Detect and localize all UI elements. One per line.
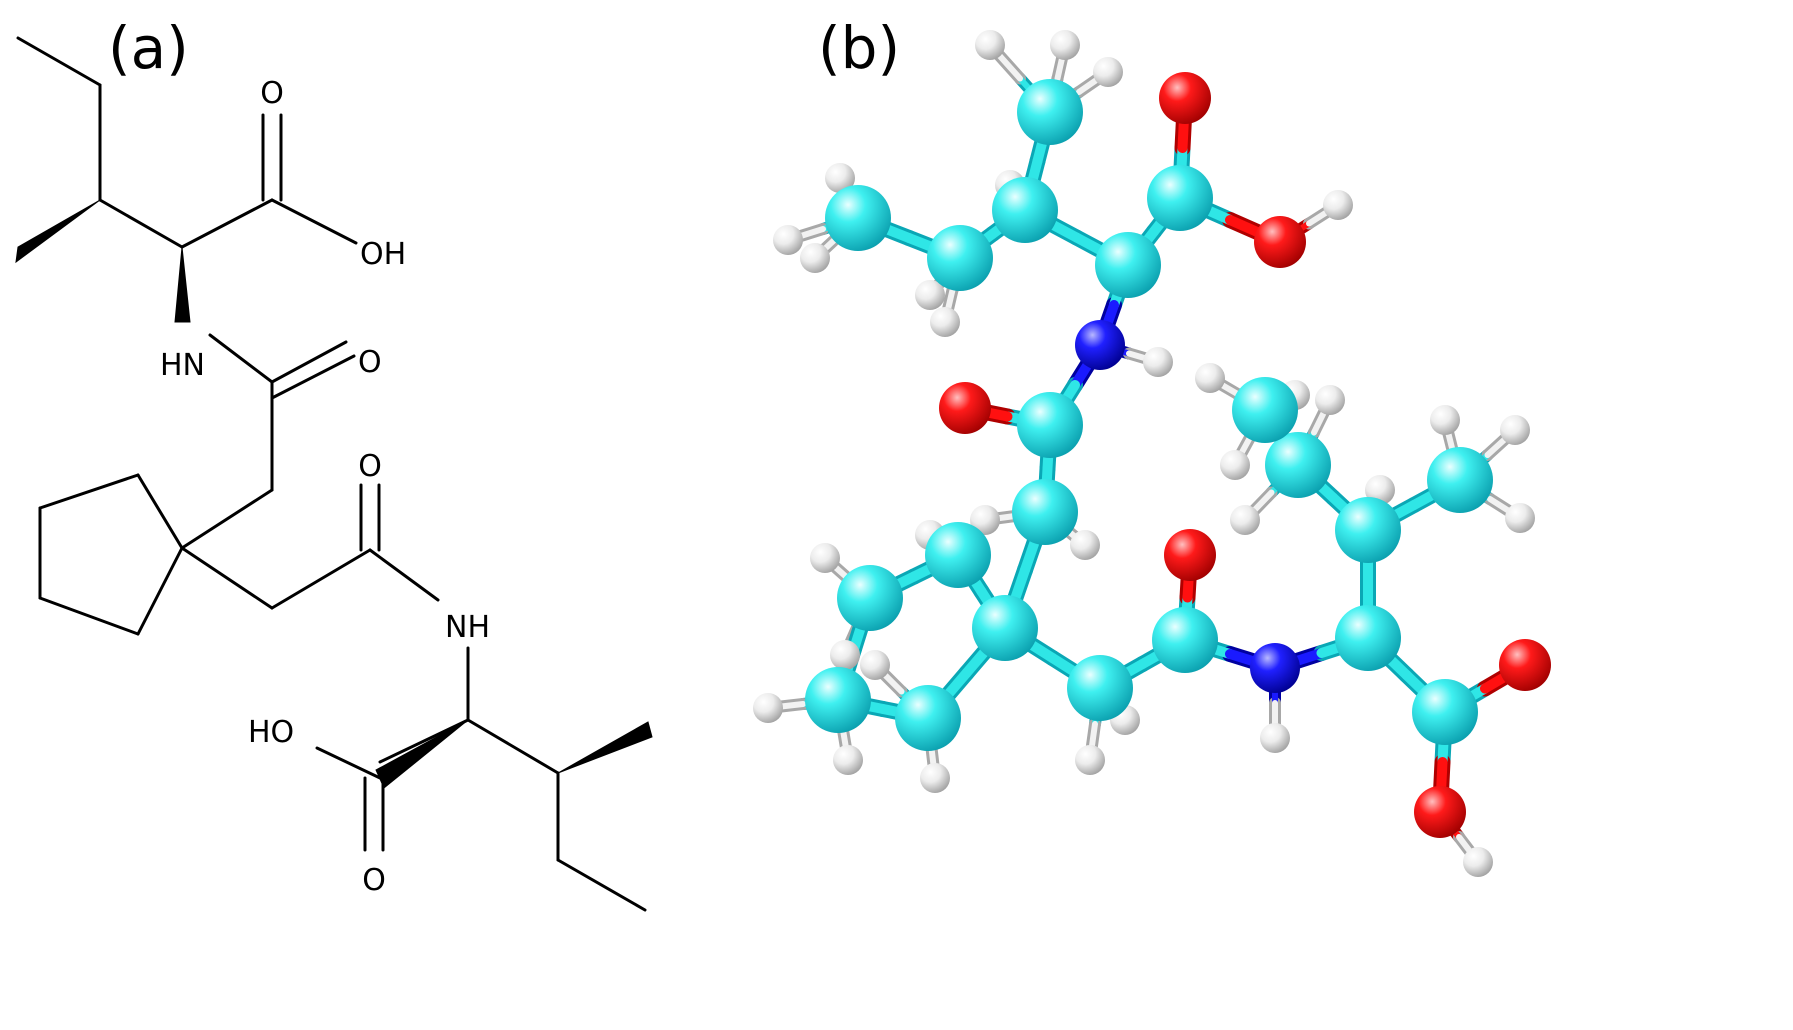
carbon-atom <box>895 685 961 751</box>
panel-a-structure: (a) <box>15 14 653 912</box>
oxygen-atom <box>1499 639 1551 691</box>
carbon-atom <box>925 522 991 588</box>
model-bonds <box>762 39 1533 868</box>
hydrogen-atom <box>1230 505 1260 535</box>
hydrogen-atom <box>930 307 960 337</box>
oxygen-atom <box>1414 786 1466 838</box>
carbon-atom <box>1017 79 1083 145</box>
atom-label-ho-lower: HO <box>248 715 294 750</box>
oxygen-atom <box>939 382 991 434</box>
atom-label-o-amide-lower: O <box>358 449 382 484</box>
carbon-atom <box>1265 432 1331 498</box>
carbon-atom <box>972 595 1038 661</box>
atom-label-o-amide-upper: O <box>358 345 382 380</box>
carbon-atom <box>1147 165 1213 231</box>
hydrogen-atom <box>970 505 1000 535</box>
hydrogen-atom <box>1075 745 1105 775</box>
carbon-atom <box>1012 479 1078 545</box>
panel-b-label: (b) <box>818 14 900 82</box>
carbon-atom <box>1232 377 1298 443</box>
hydrogen-atom <box>1070 530 1100 560</box>
hydrogen-atom <box>833 745 863 775</box>
carbon-atom <box>1335 497 1401 563</box>
hydrogen-atom <box>810 543 840 573</box>
cyclopentane-ring <box>38 473 184 636</box>
hydrogen-atom <box>1430 405 1460 435</box>
hydrogen-atom <box>830 640 860 670</box>
stereo-wedge-methyl-upper <box>15 199 101 264</box>
hydrogen-atom <box>1260 723 1290 753</box>
hydrogen-atom <box>860 650 890 680</box>
carbon-atom <box>1335 605 1401 671</box>
carbon-atom <box>1412 679 1478 745</box>
atom-label-nh-lower: NH <box>445 610 490 645</box>
carbon-atom <box>927 225 993 291</box>
stereo-wedge-methyl-lower <box>557 721 653 774</box>
oxygen-atom <box>1159 72 1211 124</box>
hydrogen-atom <box>753 693 783 723</box>
carbon-atom <box>805 667 871 733</box>
hydrogen-atom <box>1143 347 1173 377</box>
carbon-atom <box>992 177 1058 243</box>
upper-residue-bonds <box>15 36 358 550</box>
ball-and-stick-model <box>753 30 1551 877</box>
panel-b-model: (b) <box>753 14 1551 877</box>
model-atoms <box>753 30 1551 877</box>
hydrogen-atom <box>1220 450 1250 480</box>
atom-label-o-bottom: O <box>362 863 386 898</box>
nitrogen-atom <box>1075 320 1125 370</box>
carbon-atom <box>825 185 891 251</box>
carbon-atom <box>1095 232 1161 298</box>
carbon-atom <box>1067 655 1133 721</box>
hydrogen-atom <box>825 163 855 193</box>
atom-label-oh-top: OH <box>360 237 406 272</box>
hydrogen-atom <box>920 763 950 793</box>
oxygen-atom <box>1164 529 1216 581</box>
lower-residue-bonds <box>180 483 653 912</box>
hydrogen-atom <box>800 243 830 273</box>
hydrogen-atom <box>975 30 1005 60</box>
hydrogen-atom <box>1500 415 1530 445</box>
hydrogen-atom <box>1323 190 1353 220</box>
hydrogen-atom <box>1195 363 1225 393</box>
hydrogen-atom <box>1463 847 1493 877</box>
atom-label-o-top: O <box>260 76 284 111</box>
oxygen-atom <box>1254 216 1306 268</box>
panel-a-label: (a) <box>108 14 189 82</box>
stereo-wedge-carboxyl-lower <box>375 719 469 789</box>
stereo-wedge-nh-upper <box>174 246 191 323</box>
nitrogen-atom <box>1250 643 1300 693</box>
hydrogen-atom <box>1093 57 1123 87</box>
atom-label-hn-upper: HN <box>160 348 205 383</box>
carbon-atom <box>1017 392 1083 458</box>
carbon-atom <box>1152 607 1218 673</box>
hydrogen-atom <box>1505 503 1535 533</box>
hydrogen-atom <box>1050 30 1080 60</box>
carbon-atom <box>1427 447 1493 513</box>
hydrogen-atom <box>773 225 803 255</box>
carbon-atom <box>837 565 903 631</box>
hydrogen-atom <box>915 280 945 310</box>
hydrogen-atom <box>1315 385 1345 415</box>
